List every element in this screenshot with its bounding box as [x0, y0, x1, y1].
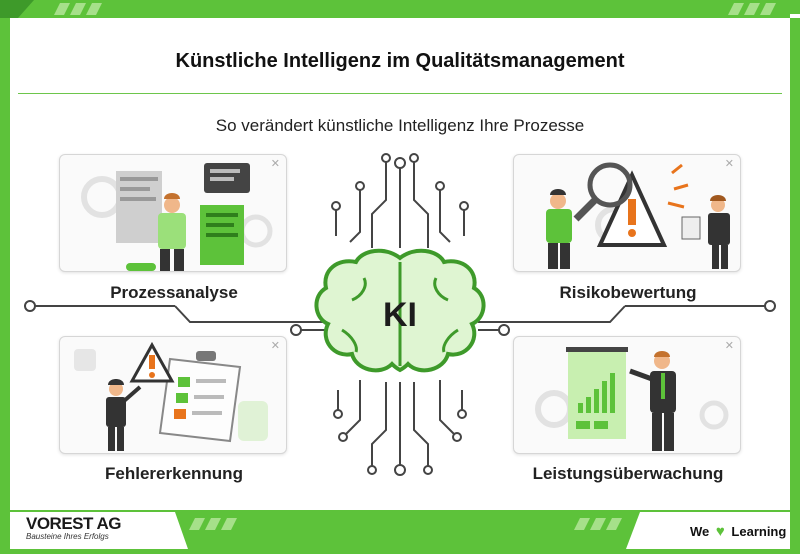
page-title: Künstliche Intelligenz im Qualitätsmanag…: [175, 50, 625, 72]
close-icon: ✕: [270, 158, 280, 170]
card-label-leistungsueberwachung: Leistungsüberwachung: [532, 464, 724, 483]
card-prozessanalyse: ✕: [59, 154, 287, 272]
close-icon: ✕: [724, 340, 734, 352]
close-icon: ✕: [270, 340, 280, 352]
logo-name: VOREST AG: [26, 514, 122, 533]
process-analysis-illustration: [81, 163, 273, 271]
we-love-learning: We ♥ Learning: [690, 523, 786, 540]
card-label-prozessanalyse: Prozessanalyse: [110, 283, 238, 302]
card-leistungsueberwachung: ✕: [513, 336, 741, 454]
card-risikobewertung: ✕: [513, 154, 741, 272]
logo-tagline: Bausteine Ihres Erfolgs: [26, 532, 109, 541]
circuit-lines: [34, 162, 766, 466]
card-label-fehlererkennung: Fehlererkennung: [105, 464, 243, 483]
brain-icon: [314, 248, 486, 373]
page-subtitle: So verändert künstliche Intelligenz Ihre…: [215, 116, 585, 135]
brain-label: KI: [383, 296, 417, 334]
performance-monitoring-illustration: [535, 347, 729, 451]
card-fehlererkennung: ✕: [59, 336, 287, 454]
title-divider: [18, 93, 782, 94]
risk-assessment-illustration: [546, 162, 730, 269]
error-detection-illustration: [74, 341, 268, 451]
card-label-risikobewertung: Risikobewertung: [559, 283, 697, 302]
circuit-nodes: [24, 153, 776, 476]
learning-text: Learning: [731, 524, 787, 540]
vorest-logo: VOREST AG Bausteine Ihres Erfolgs: [26, 514, 146, 541]
close-icon: ✕: [724, 158, 734, 170]
we-text: We: [690, 524, 710, 540]
heart-icon: ♥: [715, 523, 725, 541]
